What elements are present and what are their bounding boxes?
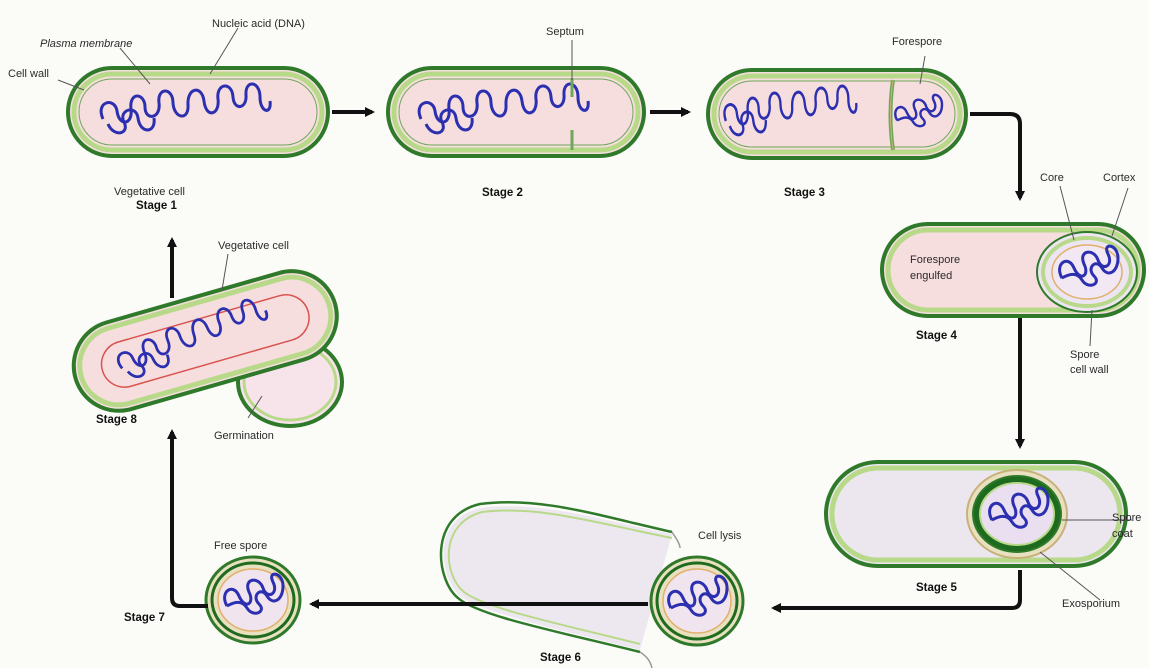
stage-label-2: Stage 2 [482,187,523,199]
label-germination: Germination [214,430,274,443]
label-nucleic-acid: Nucleic acid (DNA) [212,18,305,31]
stage-label-8: Stage 8 [96,414,137,426]
label-spore-cell-wall: Spore cell wall [1070,348,1116,378]
stage6-lysing-cell [441,502,680,668]
label-cell-wall: Cell wall [8,68,49,81]
stage7-free-spore [206,557,300,643]
label-forespore: Forespore [892,36,942,49]
label-cell-lysis: Cell lysis [698,530,741,543]
label-core: Core [1040,172,1064,185]
stage1-cell [68,68,328,156]
stage-label-3: Stage 3 [784,187,825,199]
label-septum: Septum [546,26,584,39]
stage-label-5: Stage 5 [916,582,957,594]
label-vegetative-cell-stage8: Vegetative cell [218,240,289,253]
stage8-germinating-cell [63,260,347,426]
stage3-cell [708,70,966,158]
stage-label-1: Stage 1 [136,200,177,212]
stage6-spore [651,557,743,645]
arrow-5-to-6 [774,570,1020,608]
label-exosporium: Exosporium [1062,598,1120,611]
stage-label-7: Stage 7 [124,612,165,624]
stage5-cell [826,462,1126,566]
label-vegetative-cell-stage1: Vegetative cell [114,186,185,199]
label-spore-coat: Spore coat [1112,510,1148,542]
label-free-spore: Free spore [214,540,267,553]
arrow-7-to-8 [172,432,208,606]
stage-label-6: Stage 6 [540,652,581,664]
label-plasma-membrane: Plasma membrane [40,38,132,51]
label-forespore-engulfed: Forespore engulfed [910,252,1000,284]
stage-label-4: Stage 4 [916,330,957,342]
label-cortex: Cortex [1103,172,1135,185]
stage2-cell [388,68,644,156]
arrow-3-to-4 [970,114,1020,198]
